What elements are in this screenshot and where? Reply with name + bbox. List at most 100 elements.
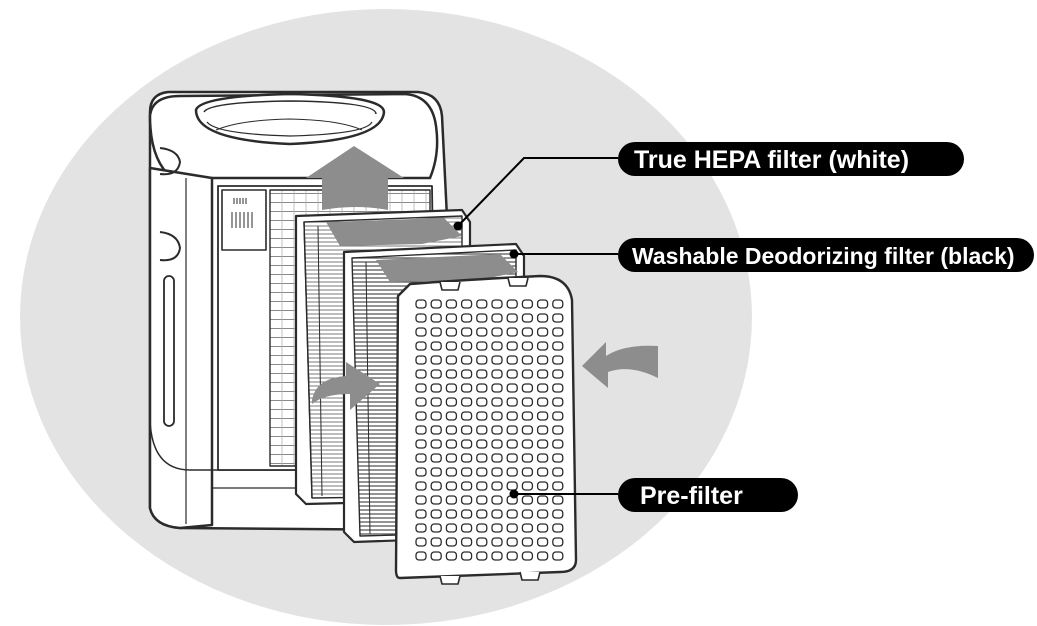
pre-filter-hole: [476, 425, 488, 435]
pre-filter-hole: [506, 397, 518, 407]
side-intake-arrow: [312, 362, 380, 410]
pre-filter-hole: [506, 425, 518, 435]
pre-filter-hole: [521, 369, 534, 379]
pre-filter-hole: [506, 313, 518, 323]
pre-filter-hole: [445, 537, 458, 547]
pre-filter-hole: [415, 425, 427, 435]
pre-filter-hole: [445, 439, 458, 449]
pre-filter-hole: [476, 509, 488, 519]
pre-filter-hole: [415, 453, 427, 463]
pre-filter-hole: [445, 299, 458, 309]
pre-filter-hole: [491, 523, 503, 533]
pre-filter-hole: [445, 397, 458, 407]
pre-filter-hole: [521, 453, 534, 463]
pre-filter-hole: [445, 355, 458, 365]
pre-filter-hole: [476, 313, 488, 323]
pre-filter-hole: [415, 551, 427, 561]
pre-filter-hole: [491, 467, 503, 477]
pre-filter-hole: [415, 537, 427, 547]
pre-filter-hole: [460, 551, 473, 561]
pre-filter-hole: [476, 467, 488, 477]
hepa-pointer-dot: [453, 221, 463, 231]
hepa-airflow-arrow: [326, 218, 462, 246]
pre-filter-hole: [521, 341, 534, 351]
pre-filter-hole: [552, 467, 564, 477]
pre-filter-hole: [536, 481, 549, 491]
pre-filter-hole: [415, 313, 427, 323]
pre-filter-hole: [521, 537, 534, 547]
pre-filter-hole: [430, 467, 442, 477]
pre-filter-hole: [445, 369, 458, 379]
pre-filter-hole: [430, 551, 442, 561]
pre-filter-hole: [521, 481, 534, 491]
pre-filter-hole: [552, 523, 564, 533]
pre-filter-hole: [476, 411, 488, 421]
pre-filter-hole: [460, 327, 473, 337]
prefilter-callout: Pre-filter: [618, 478, 798, 512]
pre-filter-hole: [552, 397, 564, 407]
pre-filter-hole: [445, 495, 458, 505]
pre-filter-hole: [445, 313, 458, 323]
pre-filter-hole: [491, 495, 503, 505]
pre-filter-hole: [476, 551, 488, 561]
pre-filter-hole: [491, 299, 503, 309]
pre-filter-hole: [476, 397, 488, 407]
pre-filter-hole: [536, 509, 549, 519]
pre-filter-hole: [415, 383, 427, 393]
pre-filter-hole: [521, 523, 534, 533]
pre-filter-hole: [430, 425, 442, 435]
prefilter-pointer-dot: [509, 489, 519, 499]
pre-filter-hole: [506, 509, 518, 519]
pre-filter-hole: [521, 425, 534, 435]
pre-filter-hole: [476, 341, 488, 351]
pre-filter-hole: [430, 383, 442, 393]
pre-filter-hole: [460, 509, 473, 519]
pre-filter-hole: [552, 481, 564, 491]
pre-filter-hole: [460, 537, 473, 547]
pre-filter-hole: [491, 509, 503, 519]
pre-filter-hole: [430, 439, 442, 449]
pre-filter-hole: [536, 341, 549, 351]
pre-filter-grid: [415, 299, 564, 561]
pre-filter-hole: [460, 299, 473, 309]
pre-filter-hole: [430, 355, 442, 365]
pre-filter-hole: [552, 341, 564, 351]
pre-filter-hole: [506, 411, 518, 421]
pre-filter-hole: [415, 439, 427, 449]
pre-filter-hole: [506, 523, 518, 533]
pre-filter-hole: [536, 467, 549, 477]
pre-filter-hole: [460, 341, 473, 351]
pre-filter-hole: [415, 327, 427, 337]
pre-filter-hole: [476, 355, 488, 365]
pre-filter-hole: [415, 509, 427, 519]
pre-filter-hole: [476, 481, 488, 491]
pre-filter-hole: [552, 411, 564, 421]
pre-filter-hole: [430, 397, 442, 407]
pre-filter-hole: [536, 313, 549, 323]
pre-filter-hole: [506, 453, 518, 463]
pre-filter-hole: [506, 439, 518, 449]
pre-filter-hole: [552, 383, 564, 393]
pre-filter-hole: [536, 369, 549, 379]
pre-filter-hole: [430, 341, 442, 351]
pre-filter-hole: [430, 523, 442, 533]
pre-filter-hole: [460, 355, 473, 365]
pre-filter-hole: [476, 383, 488, 393]
pre-filter-hole: [491, 313, 503, 323]
pre-filter-hole: [521, 397, 534, 407]
pre-filter-hole: [415, 355, 427, 365]
airflow-up-arrow: [306, 146, 404, 210]
pre-filter-hole: [445, 467, 458, 477]
pre-filter-hole: [460, 313, 473, 323]
deodorizing-label: Washable Deodorizing filter (black): [632, 243, 1015, 269]
pre-filter-hole: [506, 537, 518, 547]
pre-filter-hole: [430, 369, 442, 379]
pre-filter-hole: [521, 411, 534, 421]
pre-filter-hole: [476, 537, 488, 547]
pre-filter-hole: [536, 355, 549, 365]
pre-filter-hole: [415, 481, 427, 491]
front-intake-arrow: [582, 342, 658, 388]
pre-filter-hole: [536, 383, 549, 393]
pre-filter-hole: [536, 551, 549, 561]
